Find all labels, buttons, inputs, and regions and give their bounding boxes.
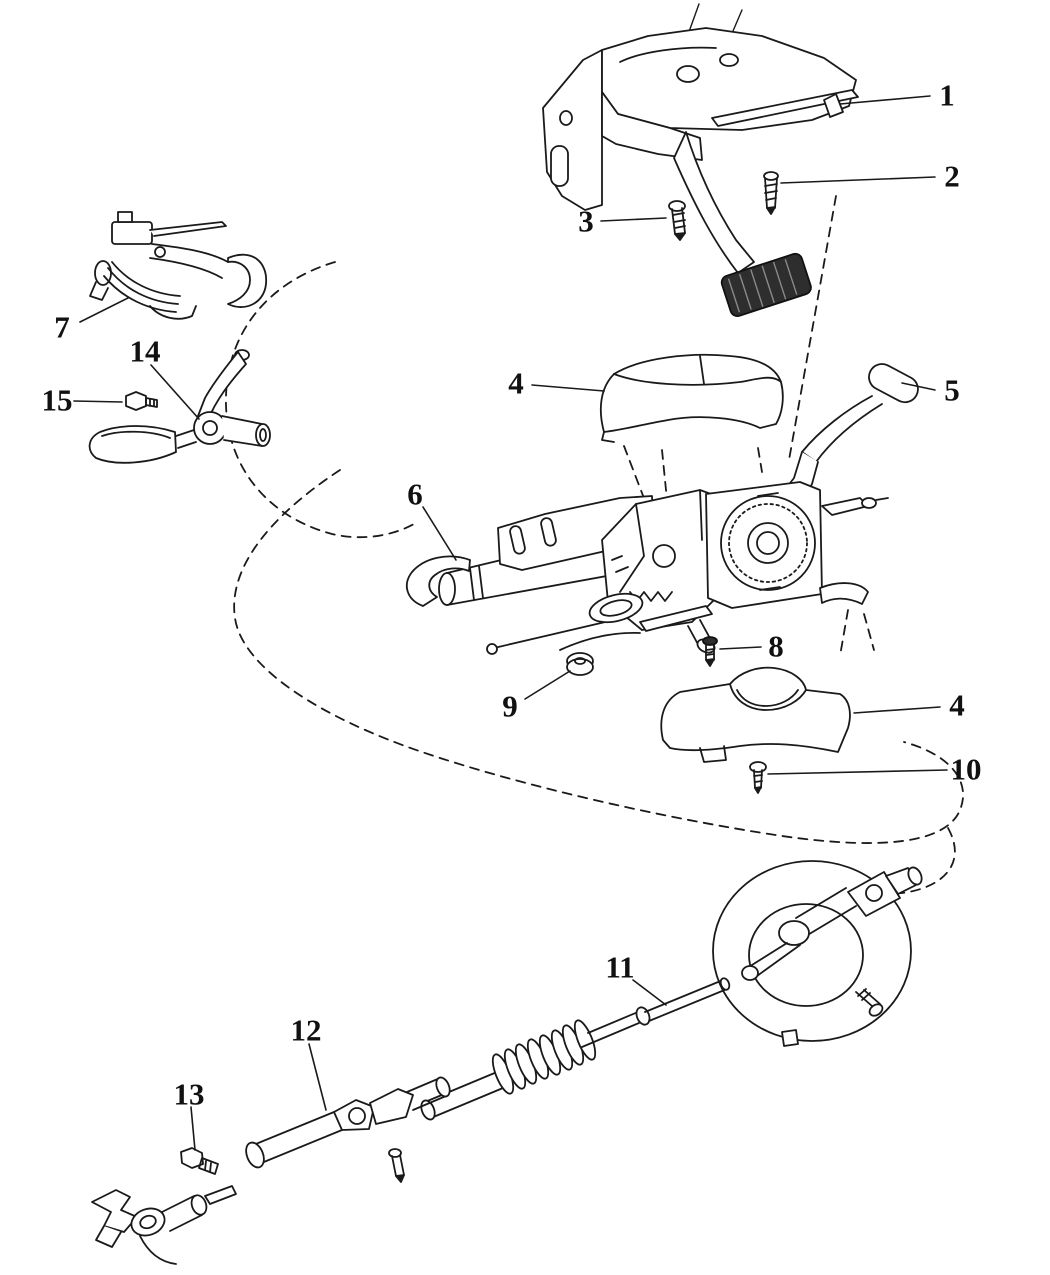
clockspring xyxy=(720,495,816,591)
callout-7: 7 xyxy=(54,309,70,345)
leader-14 xyxy=(150,364,200,420)
intermediate-shaft-11 xyxy=(420,977,731,1121)
clamp-assembly-7 xyxy=(89,211,267,320)
lower-yoke-end xyxy=(91,1185,237,1265)
leader-6 xyxy=(422,506,457,561)
callout-2: 2 xyxy=(944,158,960,194)
column-mount-bracket xyxy=(497,495,655,571)
bolt-2 xyxy=(763,171,779,215)
screw-10 xyxy=(749,761,767,794)
leader-12 xyxy=(308,1043,327,1111)
callout-1: 1 xyxy=(939,77,955,113)
column-hook-bracket-6 xyxy=(405,555,471,607)
steering-column-assembly xyxy=(405,481,889,655)
nut-9 xyxy=(566,652,594,676)
callout-8: 8 xyxy=(768,628,784,664)
callout-10: 10 xyxy=(950,751,982,787)
leader-lines xyxy=(73,95,948,1151)
lever-assembly-14 xyxy=(88,349,271,464)
leader-10 xyxy=(767,769,948,775)
leader-8 xyxy=(719,646,762,650)
callout-9: 9 xyxy=(502,688,518,724)
callout-12: 12 xyxy=(290,1012,322,1048)
brake-pedal-pad xyxy=(720,252,812,317)
leader-7 xyxy=(79,297,129,323)
dash-seal-plate xyxy=(712,860,923,1047)
callout-14: 14 xyxy=(129,333,161,369)
leader-11 xyxy=(632,979,667,1006)
cross-bar xyxy=(711,89,859,127)
lower-shroud-4 xyxy=(660,666,851,763)
callout-4-upper: 4 xyxy=(508,365,524,401)
upper-shroud-4 xyxy=(599,353,784,443)
plate-bolt xyxy=(868,1003,884,1017)
pedal-bracket-assembly xyxy=(542,3,859,317)
leader-15 xyxy=(73,400,123,403)
callout-13: 13 xyxy=(173,1076,205,1112)
leader-9 xyxy=(524,670,571,700)
callout-11: 11 xyxy=(605,949,635,985)
callout-4-lower: 4 xyxy=(949,687,965,723)
screw-3 xyxy=(668,200,686,241)
pinch-bolt xyxy=(388,1148,402,1158)
screw-8 xyxy=(702,636,718,667)
bolt-13 xyxy=(180,1147,219,1175)
leader-3 xyxy=(600,217,667,222)
callout-15: 15 xyxy=(41,382,73,418)
bolt-15 xyxy=(125,391,158,411)
coupling-shaft-12 xyxy=(245,1076,451,1183)
leader-4-lower xyxy=(853,706,941,714)
brake-pedal-arm xyxy=(673,131,755,274)
callout-5: 5 xyxy=(944,372,960,408)
leader-13 xyxy=(190,1106,196,1151)
shift-lever-5 xyxy=(779,363,919,505)
callout-6: 6 xyxy=(407,476,423,512)
leader-1 xyxy=(839,95,931,105)
leader-4-upper xyxy=(531,384,605,392)
leader-2 xyxy=(780,176,936,184)
leader-5 xyxy=(901,382,936,391)
callout-3: 3 xyxy=(578,203,594,239)
